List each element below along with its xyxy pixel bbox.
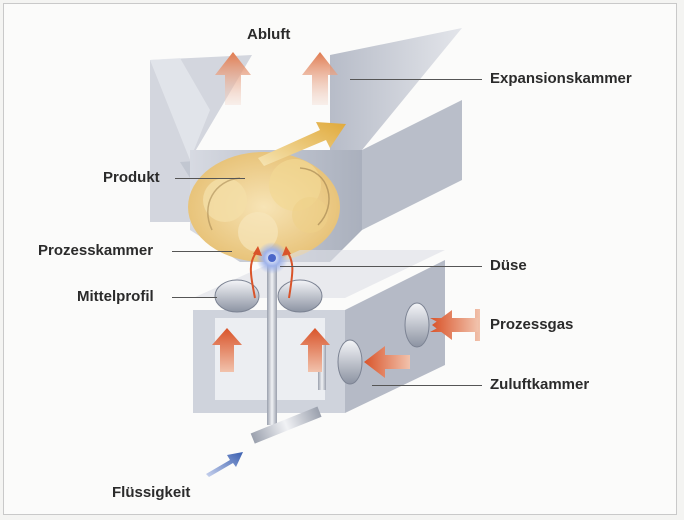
leader-prozesskammer: [172, 251, 232, 252]
leader-zuluftkammer: [372, 385, 482, 386]
liquid-arrow: [206, 452, 243, 477]
label-expansionskammer: Expansionskammer: [490, 70, 632, 87]
leader-mittelprofil: [172, 297, 217, 298]
leader-expansionskammer: [350, 79, 482, 80]
label-duese: Düse: [490, 257, 527, 274]
label-prozesskammer: Prozesskammer: [38, 242, 153, 259]
leader-produkt: [175, 178, 245, 179]
label-zuluftkammer: Zuluftkammer: [490, 376, 589, 393]
exhaust-arrows: [215, 52, 338, 105]
leader-duese: [280, 266, 482, 267]
label-mittelprofil: Mittelprofil: [77, 288, 154, 305]
label-fluessigkeit: Flüssigkeit: [112, 484, 190, 501]
label-produkt: Produkt: [103, 169, 160, 186]
label-abluft: Abluft: [247, 26, 290, 43]
label-prozessgas: Prozessgas: [490, 316, 573, 333]
